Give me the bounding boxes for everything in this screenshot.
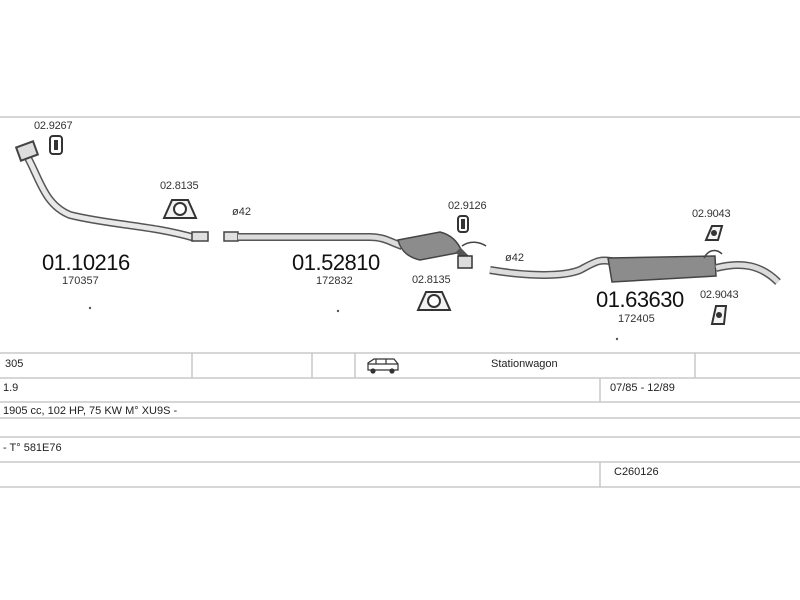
dot-marker bbox=[88, 306, 92, 310]
info-table-lines bbox=[0, 352, 800, 488]
clamp-upper-drawing bbox=[162, 199, 198, 219]
station-wagon-icon bbox=[367, 358, 399, 374]
table-body-type: Stationwagon bbox=[491, 358, 558, 370]
gasket-02-9126-drawing bbox=[457, 215, 469, 233]
part-code-02-8135-lower: 02.8135 bbox=[412, 274, 451, 286]
table-catalog-code: C260126 bbox=[614, 466, 659, 478]
part-ref-172405: 172405 bbox=[618, 313, 655, 325]
middle-silencer-drawing bbox=[223, 231, 487, 269]
table-type-code: - T° 581E76 bbox=[3, 442, 62, 454]
hanger-lower-drawing bbox=[710, 305, 728, 325]
part-code-01-63630: 01.63630 bbox=[596, 287, 684, 312]
gasket-02-9267-drawing bbox=[49, 135, 63, 155]
part-code-02-9267: 02.9267 bbox=[34, 120, 73, 132]
table-model: 305 bbox=[5, 358, 24, 370]
clamp-lower-drawing bbox=[416, 291, 452, 311]
part-ref-170357: 170357 bbox=[62, 275, 99, 287]
dot-marker bbox=[336, 309, 340, 313]
dot-marker bbox=[615, 337, 619, 341]
part-code-02-9043-upper: 02.9043 bbox=[692, 208, 731, 220]
part-code-01-10216: 01.10216 bbox=[42, 250, 130, 275]
front-pipe-drawing bbox=[14, 140, 209, 242]
part-code-02-9043-lower: 02.9043 bbox=[700, 289, 739, 301]
table-engine-spec: 1905 cc, 102 HP, 75 KW M° XU9S - bbox=[3, 405, 178, 417]
diameter-label-2: ø42 bbox=[505, 252, 524, 264]
part-code-01-52810: 01.52810 bbox=[292, 250, 380, 275]
part-ref-172832: 172832 bbox=[316, 275, 353, 287]
diameter-label-1: ø42 bbox=[232, 206, 251, 218]
hanger-upper-drawing bbox=[704, 225, 724, 241]
table-years: 07/85 - 12/89 bbox=[610, 382, 675, 394]
table-engine-size: 1.9 bbox=[3, 382, 19, 394]
rear-silencer-drawing bbox=[489, 249, 781, 285]
part-code-02-8135-upper: 02.8135 bbox=[160, 180, 199, 192]
part-code-02-9126: 02.9126 bbox=[448, 200, 487, 212]
